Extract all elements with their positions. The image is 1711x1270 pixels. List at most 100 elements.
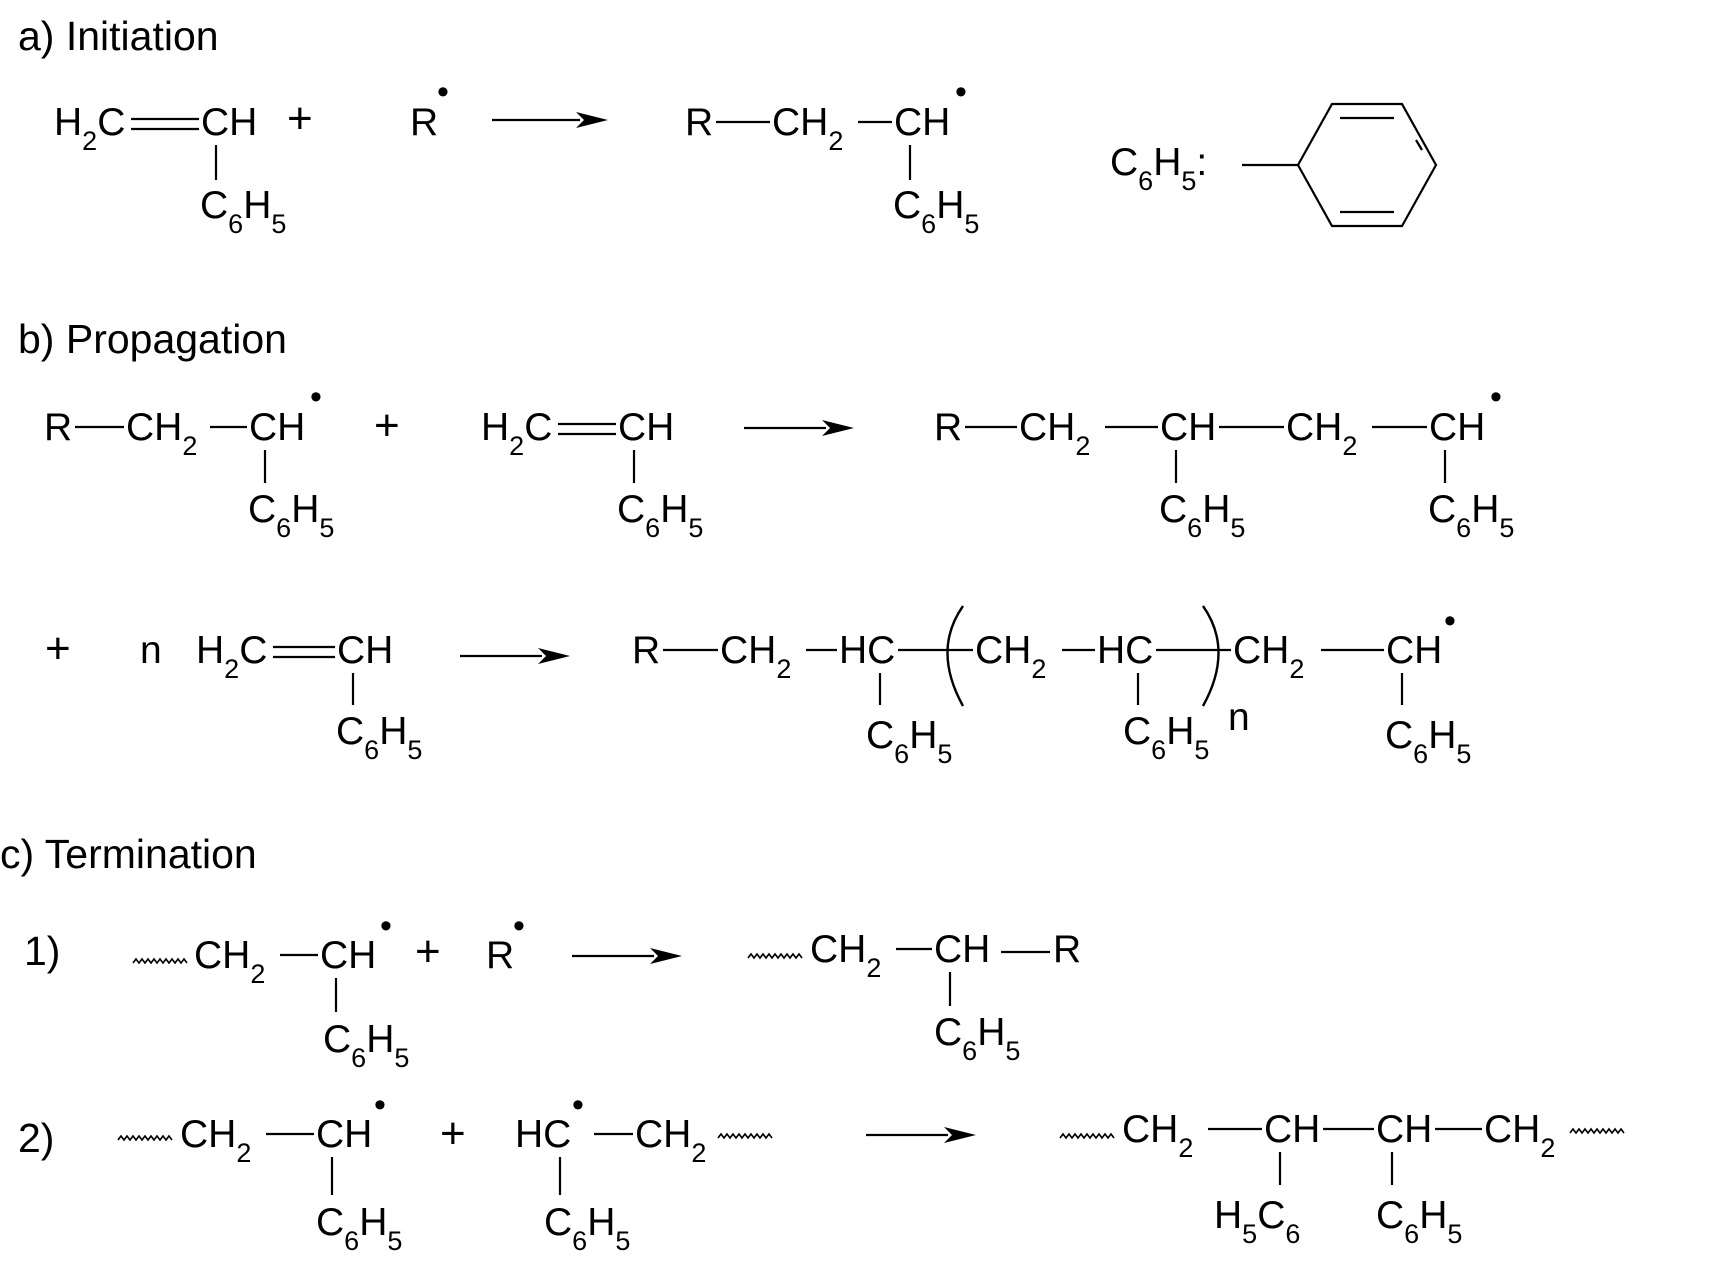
svg-text:R: R (685, 101, 713, 144)
svg-text:C6H5: C6H5 (617, 488, 703, 543)
chain-radical: HC • CH2 C6H5 (515, 1086, 773, 1256)
initiator-radical: R • (486, 907, 525, 977)
svg-text:C6H5: C6H5 (866, 714, 952, 769)
svg-text:CH2: CH2 (1233, 629, 1304, 684)
radical-dot: • (1444, 602, 1456, 640)
svg-text:HC: HC (1097, 629, 1153, 672)
repeat-unit-close-bracket (1201, 605, 1220, 707)
svg-text:CH: CH (1376, 1108, 1432, 1151)
reaction-arrow (492, 112, 608, 128)
svg-text:CH: CH (201, 101, 257, 144)
svg-text:CH2: CH2 (126, 406, 197, 461)
svg-text:C6H5: C6H5 (893, 184, 979, 239)
svg-text:CH2: CH2 (975, 629, 1046, 684)
svg-text:R: R (410, 101, 438, 144)
svg-text:H2C: H2C (196, 629, 267, 684)
repeat-unit-open-bracket (946, 605, 965, 707)
svg-text:C6H5: C6H5 (934, 1011, 1020, 1066)
svg-text:H5C6: H5C6 (1214, 1194, 1300, 1249)
section-c-title: c) Termination (0, 831, 257, 877)
svg-text:CH: CH (249, 406, 305, 449)
radical-dot: • (380, 907, 392, 945)
plus-sign: + (287, 94, 313, 143)
radical-dot: • (513, 907, 525, 945)
svg-text:C6H5: C6H5 (323, 1018, 409, 1073)
svg-text:CH2: CH2 (194, 934, 265, 989)
svg-text:CH2: CH2 (810, 928, 881, 983)
plus-sign: + (374, 401, 400, 450)
svg-text:CH: CH (337, 629, 393, 672)
styrene-monomer: H2C CH C6H5 (54, 101, 286, 239)
radical-dot: • (1490, 378, 1502, 416)
polymer-chain-icon (132, 957, 188, 965)
svg-text:HC: HC (839, 629, 895, 672)
plus-sign: + (45, 624, 71, 673)
svg-text:CH: CH (1160, 406, 1216, 449)
svg-text:CH2: CH2 (1484, 1108, 1555, 1163)
svg-text:C6H5:: C6H5: (1110, 141, 1207, 196)
reaction-arrow (866, 1127, 976, 1143)
polymer-chain-icon (117, 1134, 173, 1142)
svg-text:CH2: CH2 (1286, 406, 1357, 461)
polymer-chain-icon (747, 952, 803, 960)
svg-text:CH: CH (320, 934, 376, 977)
radical-dot: • (374, 1086, 386, 1124)
coupled-polymer: CH2 CH CH CH2 H5C6 C6H5 (1059, 1108, 1625, 1249)
step-2-label: 2) (18, 1115, 54, 1161)
initiated-radical: R CH2 CH • C6H5 (685, 73, 979, 239)
svg-text:C6H5: C6H5 (1385, 714, 1471, 769)
svg-text:CH: CH (618, 406, 674, 449)
svg-text:C6H5: C6H5 (1123, 710, 1209, 765)
svg-text:R: R (44, 406, 72, 449)
svg-text:CH: CH (934, 928, 990, 971)
styrene-monomer: H2C CH C6H5 (481, 406, 703, 543)
svg-text:H2C: H2C (481, 406, 552, 461)
svg-text:C6H5: C6H5 (1376, 1194, 1462, 1249)
svg-text:CH: CH (1429, 406, 1485, 449)
repeat-count-subscript: n (1228, 696, 1250, 739)
dimer-radical: R CH2 CH C6H5 CH2 CH • C6H5 (934, 378, 1514, 543)
svg-text:R: R (1053, 928, 1081, 971)
svg-text:CH2: CH2 (720, 629, 791, 684)
svg-text:CH2: CH2 (772, 101, 843, 156)
repeat-count: n (140, 629, 162, 672)
svg-text:C6H5: C6H5 (248, 488, 334, 543)
svg-text:CH2: CH2 (1122, 1108, 1193, 1163)
svg-text:CH2: CH2 (1019, 406, 1090, 461)
initiator-radical: R • (410, 73, 449, 144)
step-1-label: 1) (24, 928, 60, 974)
svg-text:C6H5: C6H5 (316, 1201, 402, 1256)
radical-dot: • (310, 378, 322, 416)
polymer-chain-icon (1059, 1132, 1115, 1140)
polymer-chain-icon (717, 1132, 773, 1140)
svg-text:C6H5: C6H5 (336, 710, 422, 765)
svg-text:C6H5: C6H5 (200, 184, 286, 239)
svg-text:C6H5: C6H5 (544, 1201, 630, 1256)
reaction-arrow (572, 948, 682, 964)
styrene-monomer: H2C CH C6H5 (196, 629, 422, 765)
radical-dot: • (955, 73, 967, 111)
chain-radical: CH2 CH • C6H5 (132, 907, 409, 1073)
plus-sign: + (415, 927, 441, 976)
svg-text:CH: CH (316, 1113, 372, 1156)
plus-sign: + (440, 1109, 466, 1158)
growing-radical: R CH2 CH • C6H5 (44, 378, 334, 543)
section-a-title: a) Initiation (18, 13, 219, 59)
reaction-arrow (460, 648, 570, 664)
svg-text:CH2: CH2 (635, 1113, 706, 1168)
svg-text:C6H5: C6H5 (1428, 488, 1514, 543)
radical-dot: • (437, 73, 449, 111)
svg-text:HC: HC (515, 1113, 571, 1156)
chain-radical: CH2 CH • C6H5 (117, 1086, 402, 1256)
svg-text:CH: CH (1264, 1108, 1320, 1151)
svg-text:CH2: CH2 (180, 1113, 251, 1168)
section-b-title: b) Propagation (18, 316, 287, 362)
reaction-arrow (744, 420, 854, 436)
svg-text:CH: CH (1386, 629, 1442, 672)
svg-text:R: R (934, 406, 962, 449)
svg-text:H2C: H2C (54, 101, 125, 156)
svg-text:R: R (632, 629, 660, 672)
polymer-chain-icon (1569, 1127, 1625, 1135)
svg-text:C6H5: C6H5 (1159, 488, 1245, 543)
